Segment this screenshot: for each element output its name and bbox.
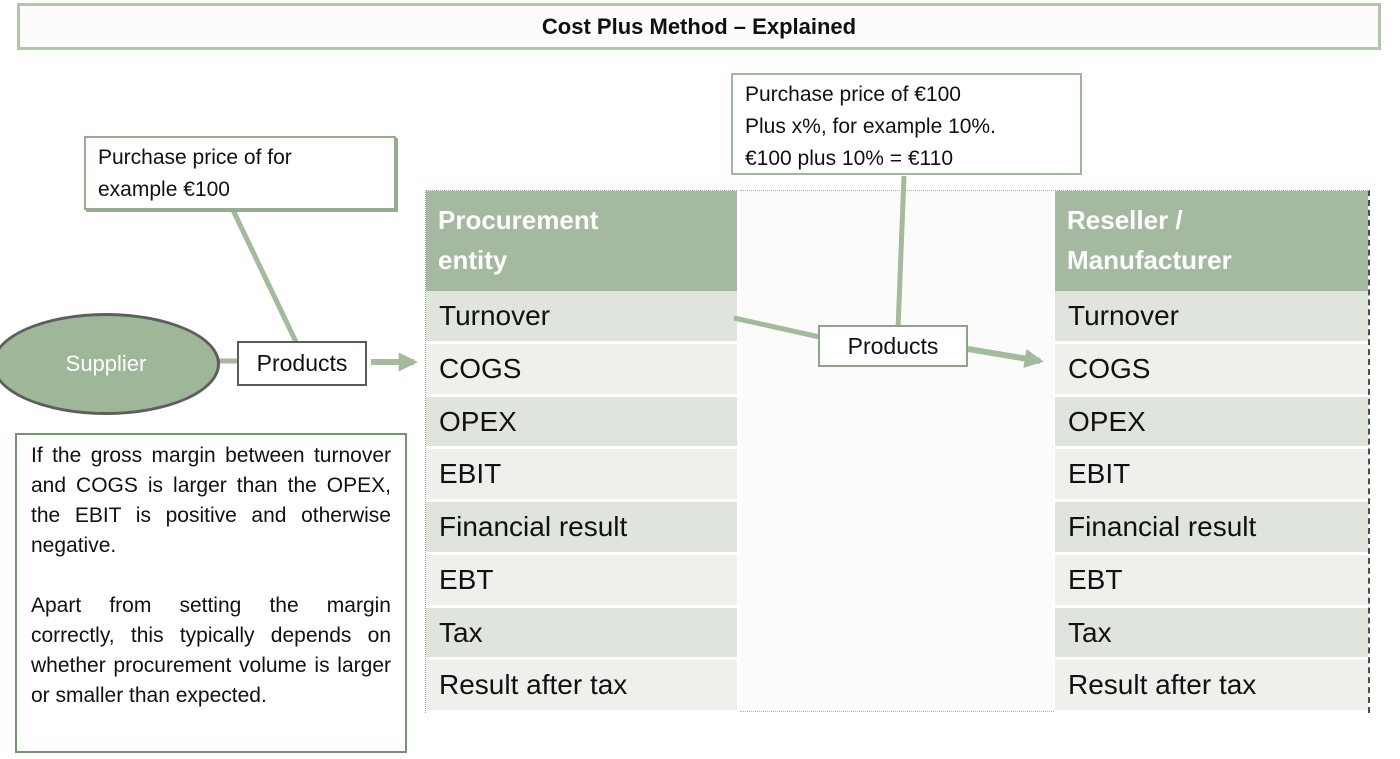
- table-row: COGS: [426, 343, 737, 397]
- procurement-table: Procurement entity Turnover COGS OPEX EB…: [425, 190, 737, 713]
- callout-line: Purchase price of for: [98, 146, 292, 169]
- reseller-table-header: Reseller / Manufacturer: [1055, 191, 1368, 291]
- table-row: EBT: [426, 554, 737, 608]
- table-row: COGS: [1055, 343, 1368, 397]
- table-row: OPEX: [426, 396, 737, 450]
- header-line: entity: [438, 245, 508, 275]
- header-line: Manufacturer: [1067, 245, 1232, 275]
- slide-title-text: Cost Plus Method – Explained: [541, 13, 857, 39]
- header-line: Reseller /: [1067, 205, 1183, 235]
- callout-purchase-price-left: Purchase price of for example €100: [84, 136, 396, 210]
- table-row: Financial result: [426, 502, 737, 555]
- note-paragraph: If the gross margin between turnover and…: [31, 444, 391, 557]
- callout-line: €100 plus 10% = €110: [745, 147, 954, 170]
- table-middle-spacer: [740, 190, 1054, 712]
- table-row: Result after tax: [1055, 660, 1368, 713]
- table-row: Tax: [1055, 607, 1368, 661]
- callout-line: Plus x%, for example 10%.: [745, 115, 996, 138]
- supplier-label: Supplier: [65, 351, 147, 376]
- procurement-table-header: Procurement entity: [426, 191, 737, 291]
- gross-margin-note: If the gross margin between turnover and…: [15, 433, 407, 753]
- slide-title: Cost Plus Method – Explained: [17, 3, 1381, 50]
- table-row: EBIT: [1055, 449, 1368, 502]
- table-row: Turnover: [1055, 291, 1368, 344]
- table-row: EBIT: [426, 449, 737, 502]
- leader-line-left-callout: [229, 206, 299, 344]
- products-label: Products: [847, 332, 939, 359]
- table-row: OPEX: [1055, 396, 1368, 450]
- header-line: Procurement: [438, 205, 599, 235]
- table-row: EBT: [1055, 554, 1368, 608]
- callout-line: Purchase price of €100: [745, 83, 961, 106]
- note-paragraph: Apart from setting the margin correctly,…: [31, 594, 391, 707]
- table-row: Turnover: [426, 291, 737, 344]
- reseller-table: Reseller / Manufacturer Turnover COGS OP…: [1055, 190, 1370, 713]
- table-row: Tax: [426, 607, 737, 661]
- supplier-ellipse: Supplier: [0, 313, 220, 415]
- products-box-middle: Products: [818, 325, 968, 367]
- products-label: Products: [256, 350, 348, 376]
- callout-purchase-price-top: Purchase price of €100 Plus x%, for exam…: [731, 73, 1082, 175]
- table-row: Financial result: [1055, 502, 1368, 555]
- table-row: Result after tax: [426, 660, 737, 713]
- products-box-left: Products: [237, 341, 367, 386]
- callout-line: example €100: [98, 178, 230, 201]
